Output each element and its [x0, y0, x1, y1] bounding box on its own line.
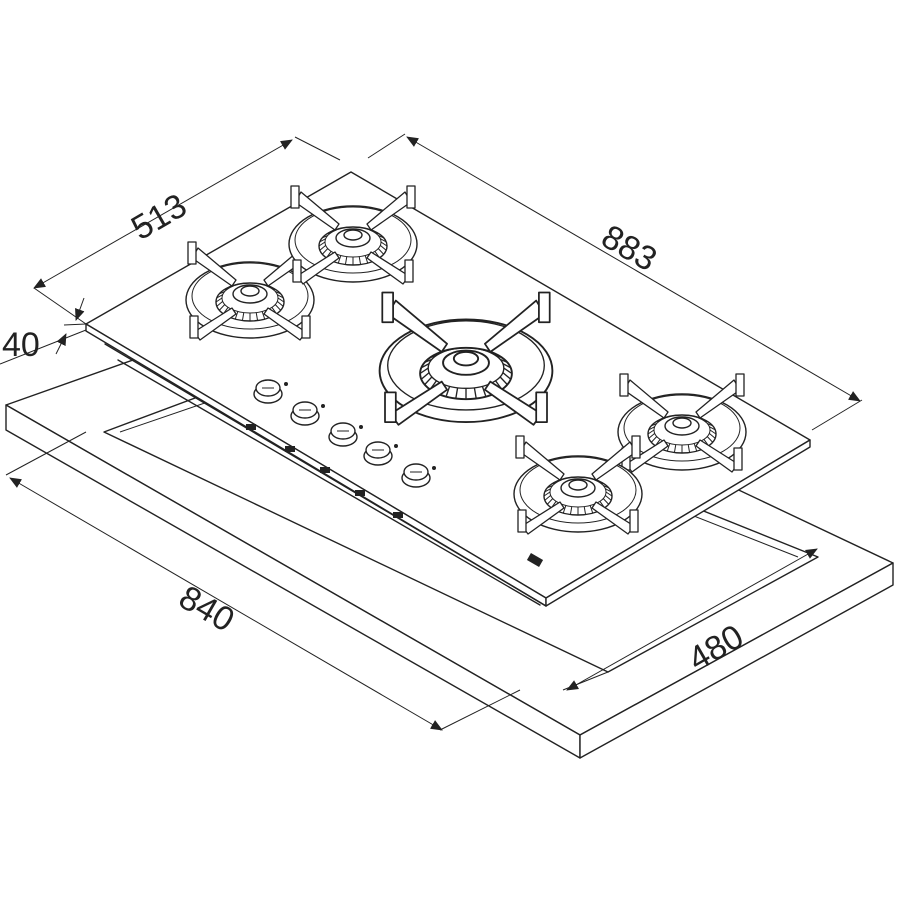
mount-clip [393, 512, 403, 518]
burner-icon [288, 185, 418, 285]
label-width-top: 883 [595, 218, 663, 279]
mount-clip [355, 490, 365, 496]
label-depth-top: 513 [125, 186, 193, 247]
dim-line-513 [33, 139, 293, 289]
dim-line-840 [9, 477, 443, 731]
mount-clip [320, 467, 330, 473]
dimension-lines [0, 133, 863, 731]
label-cutout-width: 840 [173, 578, 241, 639]
mount-clip [285, 446, 295, 452]
knob-icon [290, 401, 325, 426]
dim-line-480 [566, 548, 818, 691]
mount-clip [246, 424, 256, 430]
knob-icon [253, 379, 288, 404]
dim-line-883 [406, 136, 861, 402]
burner-icon [513, 435, 643, 535]
control-knobs [253, 379, 436, 488]
brand-badge [526, 553, 544, 567]
knob-icon [328, 422, 363, 447]
knob-icon [363, 441, 398, 466]
dim-line-40 [75, 297, 85, 321]
label-thickness: 40 [2, 326, 40, 364]
